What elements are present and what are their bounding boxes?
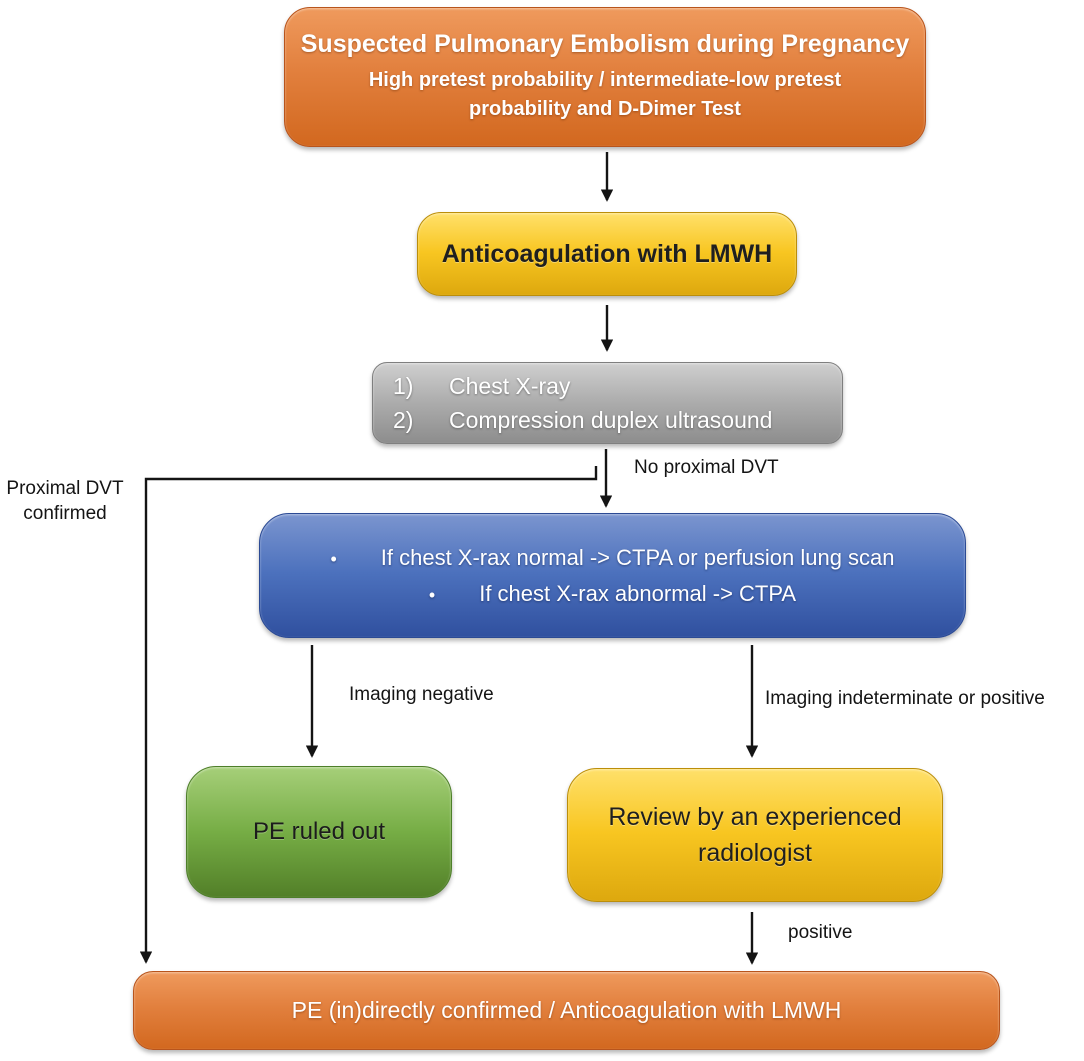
list-item-number: 2): [393, 407, 414, 433]
node-suspected-pe-subtitle: High pretest probability / intermediate-…: [368, 69, 842, 120]
bullet-item: • If chest X-rax normal -> CTPA or perfu…: [330, 540, 894, 575]
node-initial-tests: 1) Chest X-ray 2) Compression duplex ult…: [372, 362, 843, 444]
node-imaging-choice: • If chest X-rax normal -> CTPA or perfu…: [259, 513, 966, 638]
node-radiologist-review-label: Review by an experienced radiologist: [608, 802, 902, 867]
bullet-item-text: If chest X-rax abnormal -> CTPA: [479, 580, 797, 606]
node-pe-ruled-out: PE ruled out: [186, 766, 452, 898]
bullet-item: • If chest X-rax abnormal -> CTPA: [429, 576, 796, 611]
edge-label-imaging-indeterminate-or-positive: Imaging indeterminate or positive: [765, 688, 1045, 709]
list-item-text: Chest X-ray: [449, 372, 571, 399]
bullet-item-text: If chest X-rax normal -> CTPA or perfusi…: [380, 545, 895, 571]
node-pe-confirmed: PE (in)directly confirmed / Anticoagulat…: [133, 971, 1000, 1050]
list-item: 1) Chest X-ray: [393, 369, 842, 404]
node-pe-confirmed-label: PE (in)directly confirmed / Anticoagulat…: [291, 997, 842, 1023]
edge-label-proximal-dvt-confirmed: Proximal DVT confirmed: [6, 478, 124, 524]
list-item-text: Compression duplex ultrasound: [449, 407, 773, 433]
list-item-number: 1): [393, 372, 414, 399]
bullet-icon: •: [428, 584, 436, 605]
node-pe-ruled-out-label: PE ruled out: [252, 818, 386, 845]
edge-label-imaging-negative: Imaging negative: [349, 684, 494, 705]
bullet-icon: •: [330, 549, 337, 570]
edge-label-positive: positive: [788, 922, 853, 943]
node-suspected-pe-title: Suspected Pulmonary Embolism during Preg…: [300, 30, 910, 58]
node-suspected-pe: Suspected Pulmonary Embolism during Preg…: [284, 7, 926, 147]
arrow-proximal-dvt-to-confirmed: [139, 466, 598, 964]
node-anticoagulation-lmwh: Anticoagulation with LMWH: [417, 212, 797, 296]
list-item: 2) Compression duplex ultrasound: [393, 403, 842, 438]
node-anticoagulation-label: Anticoagulation with LMWH: [441, 239, 773, 268]
node-radiologist-review: Review by an experienced radiologist: [567, 768, 943, 902]
edge-label-no-proximal-dvt: No proximal DVT: [634, 457, 779, 478]
